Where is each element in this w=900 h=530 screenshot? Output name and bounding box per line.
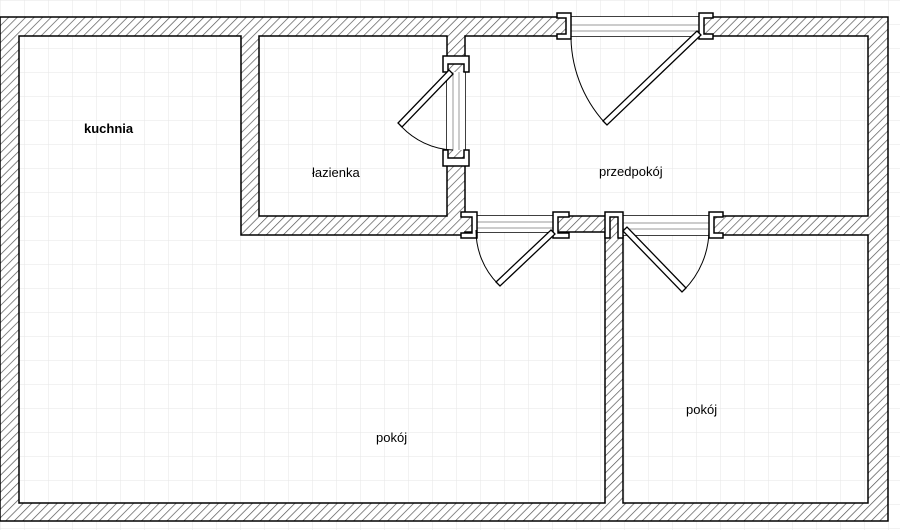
room-label-kitchen: kuchnia xyxy=(84,121,134,136)
door-leaves xyxy=(397,30,702,293)
walls xyxy=(0,16,889,522)
room-label-living-room: pokój xyxy=(376,430,408,445)
living-room-door-leaf xyxy=(495,229,556,287)
door-swings xyxy=(399,31,710,291)
door-jambs xyxy=(442,12,724,239)
room-label-bathroom: łazienka xyxy=(312,165,360,180)
door-openings xyxy=(447,17,709,235)
entrance-door-leaf xyxy=(602,30,702,126)
room-label-hallway: przedpokój xyxy=(599,164,663,179)
room-label-bedroom: pokój xyxy=(686,402,718,417)
